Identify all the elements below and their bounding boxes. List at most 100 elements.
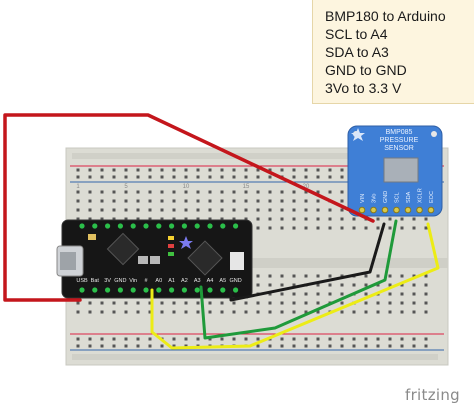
- breadboard-hole: [244, 208, 248, 212]
- board-pin: [181, 287, 187, 293]
- breadboard-hole: [256, 190, 260, 194]
- reset-button: [230, 252, 244, 270]
- breadboard-hole: [172, 337, 176, 341]
- sensor-pin-label: SDA: [406, 191, 412, 203]
- breadboard-hole: [100, 199, 104, 203]
- board-pin: [169, 287, 175, 293]
- sensor-pin-label: SCL: [395, 192, 401, 203]
- breadboard-hole: [364, 274, 368, 278]
- breadboard-hole: [340, 274, 344, 278]
- breadboard-hole: [328, 217, 332, 221]
- breadboard-hole: [88, 301, 92, 305]
- board-pin: [130, 287, 136, 293]
- breadboard-hole: [160, 168, 164, 172]
- breadboard-hole: [160, 208, 164, 212]
- breadboard-hole: [244, 190, 248, 194]
- breadboard-hole: [220, 175, 224, 179]
- breadboard-hole: [112, 168, 116, 172]
- board-pin-label: A2: [181, 278, 188, 284]
- breadboard-hole: [424, 301, 428, 305]
- breadboard-hole: [208, 310, 212, 314]
- breadboard-hole: [196, 217, 200, 221]
- breadboard-hole: [244, 337, 248, 341]
- breadboard-hole: [328, 168, 332, 172]
- breadboard-hole: [268, 168, 272, 172]
- breadboard-hole: [292, 283, 296, 287]
- breadboard-hole: [172, 190, 176, 194]
- breadboard-hole: [220, 337, 224, 341]
- wire-yellow: [150, 222, 440, 350]
- breadboard-hole: [412, 274, 416, 278]
- breadboard-hole: [280, 168, 284, 172]
- breadboard-hole: [136, 190, 140, 194]
- breadboard-hole: [304, 175, 308, 179]
- breadboard-hole: [388, 337, 392, 341]
- breadboard-hole: [256, 274, 260, 278]
- breadboard-hole: [244, 175, 248, 179]
- breadboard-hole: [280, 226, 284, 230]
- star-logo: [351, 128, 365, 141]
- breadboard-hole: [424, 274, 428, 278]
- board-pin: [79, 223, 85, 229]
- breadboard-hole: [316, 337, 320, 341]
- breadboard-hole: [424, 283, 428, 287]
- breadboard-hole: [256, 175, 260, 179]
- board-pin-label: 3V: [104, 278, 111, 284]
- breadboard-hole: [328, 337, 332, 341]
- breadboard-hole: [208, 190, 212, 194]
- breadboard-hole: [316, 310, 320, 314]
- breadboard-hole: [376, 301, 380, 305]
- breadboard-hole: [316, 283, 320, 287]
- breadboard-hole: [208, 337, 212, 341]
- breadboard-hole: [184, 208, 188, 212]
- breadboard-hole: [328, 175, 332, 179]
- breadboard-hole: [388, 301, 392, 305]
- breadboard-hole: [340, 344, 344, 348]
- breadboard-hole: [364, 344, 368, 348]
- breadboard-hole: [424, 292, 428, 296]
- breadboard-hole: [340, 217, 344, 221]
- breadboard-hole: [364, 310, 368, 314]
- breadboard-hole: [292, 226, 296, 230]
- wiring-note: BMP180 to Arduino SCL to A4 SDA to A3 GN…: [312, 0, 474, 104]
- breadboard-hole: [256, 226, 260, 230]
- board-pin: [169, 223, 175, 229]
- sensor-title-1: BMP085: [386, 129, 413, 136]
- breadboard-hole: [268, 175, 272, 179]
- board-pin-label: GND: [229, 278, 241, 284]
- sensor-pin: [393, 206, 400, 214]
- breadboard-hole: [424, 344, 428, 348]
- breadboard-hole: [292, 175, 296, 179]
- breadboard-hole: [400, 337, 404, 341]
- breadboard-hole: [412, 292, 416, 296]
- breadboard-hole: [304, 217, 308, 221]
- breadboard-hole: [208, 301, 212, 305]
- breadboard-hole: [208, 208, 212, 212]
- breadboard-hole: [292, 190, 296, 194]
- breadboard-hole: [76, 199, 80, 203]
- breadboard-hole: [340, 292, 344, 296]
- breadboard-hole: [112, 301, 116, 305]
- column-number: 10: [183, 184, 190, 190]
- board-pin: [117, 287, 123, 293]
- breadboard-hole: [124, 217, 128, 221]
- breadboard-hole: [316, 226, 320, 230]
- board-pin-row: [79, 223, 239, 293]
- breadboard-hole: [424, 217, 428, 221]
- breadboard-hole: [352, 283, 356, 287]
- breadboard-hole: [412, 310, 416, 314]
- board-pin-label: A1: [168, 278, 175, 284]
- breadboard-hole: [100, 344, 104, 348]
- board-pin-label: Bat: [91, 278, 100, 284]
- board-pin: [220, 287, 226, 293]
- note-line: SCL to A4: [325, 26, 388, 42]
- sensor-pin-label: EOC: [429, 191, 435, 203]
- breadboard-hole: [76, 168, 80, 172]
- breadboard-hole: [112, 208, 116, 212]
- board-pin: [143, 223, 149, 229]
- breadboard-hole: [376, 344, 380, 348]
- breadboard-hole: [124, 301, 128, 305]
- breadboard-hole: [364, 337, 368, 341]
